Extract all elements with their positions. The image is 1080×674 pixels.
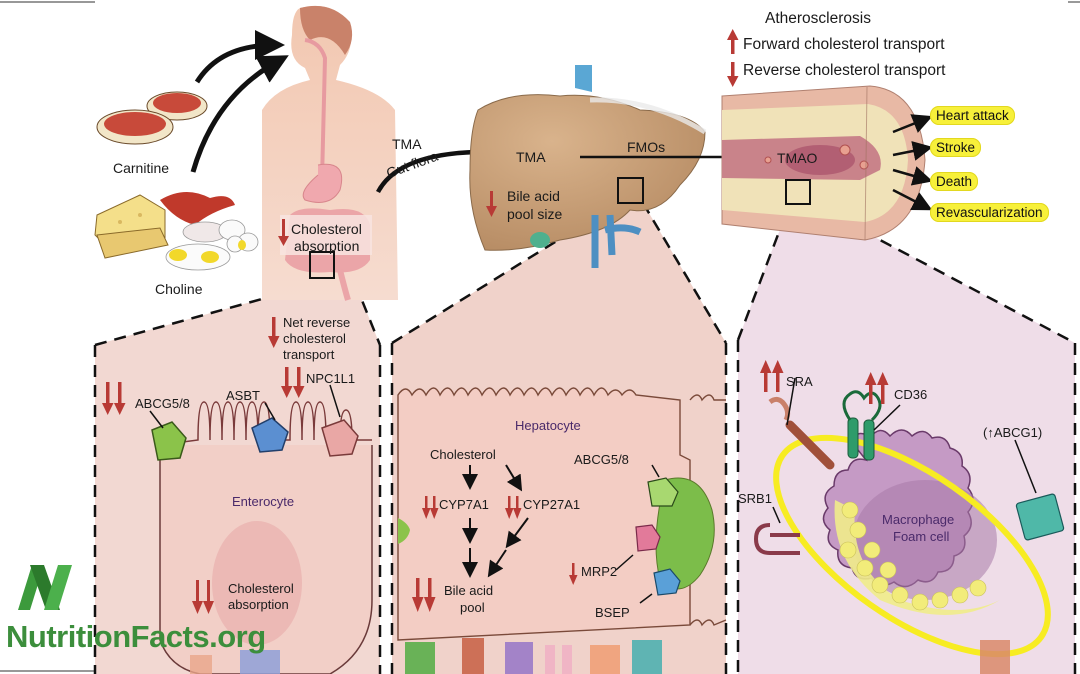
npc1l1-transporter-pink xyxy=(321,419,359,457)
abcg58-transporter-green xyxy=(151,421,187,461)
enterocyte-cell xyxy=(159,401,373,674)
nutritionfacts-watermark: NutritionFacts.org xyxy=(6,619,266,654)
sra-leader xyxy=(786,377,796,426)
net-reverse-label: Net reverse xyxy=(283,315,351,330)
enterocyte-cholesterol-label: Cholesterol xyxy=(228,581,294,596)
net-reverse-transport-label: transport xyxy=(283,347,335,362)
legend-item-reverse: Reverse cholesterol transport xyxy=(743,62,946,79)
enterocyte-absorption-label: absorption xyxy=(228,597,289,612)
enterocyte-left-double-down-arrow xyxy=(102,382,126,415)
bsep-leader xyxy=(639,593,653,604)
mrp2-down-arrow xyxy=(569,563,578,585)
carnitine-label: Carnitine xyxy=(113,160,170,176)
cd36-double-up-arrow xyxy=(865,372,889,404)
outcome-arrow-death xyxy=(892,166,933,186)
net-reverse-cholesterol-label: cholesterol xyxy=(283,331,346,346)
cyp7a1-double-down-arrow xyxy=(422,496,439,519)
mrp2-leader xyxy=(615,554,634,571)
asbt-label: ASBT xyxy=(226,388,260,403)
foam-cell-label: Foam cell xyxy=(893,529,950,544)
outcome-revascularization: Revascularization xyxy=(930,203,1049,222)
chol-to-cyp27a1-arrow xyxy=(505,464,523,492)
hep-abcg58-leader xyxy=(651,464,660,478)
tma-gut-label: TMA xyxy=(392,136,422,152)
cyp7a1-label: CYP7A1 xyxy=(439,497,489,512)
choline-label: Choline xyxy=(155,281,203,297)
srb1-label: SRB1 xyxy=(738,491,772,506)
sra-label: SRA xyxy=(786,374,813,389)
cyp27a1-label: CYP27A1 xyxy=(523,497,581,512)
abcg1-label: (↑ABCG1) xyxy=(983,425,1043,440)
red-indicator-arrows xyxy=(102,29,889,614)
liver-zoom-box xyxy=(617,177,644,204)
intestine-zoom-box xyxy=(309,251,335,279)
cd36-label: CD36 xyxy=(894,387,928,402)
legend-up-arrow xyxy=(727,29,739,54)
pool-size-label: pool size xyxy=(507,206,563,222)
liver-tma-label: TMA xyxy=(516,149,546,165)
artery-zoom-box xyxy=(785,179,811,205)
cyp27a1-to-pool-arrow xyxy=(487,549,507,578)
nutritionfacts-logo-icon xyxy=(18,565,72,610)
abcg58-leader-line xyxy=(149,410,164,429)
enterocyte-absorption-double-down-arrow xyxy=(192,580,214,614)
cd36-leader xyxy=(873,404,901,431)
cholesterol-label: Cholesterol xyxy=(430,447,496,462)
legend-title: Atherosclerosis xyxy=(765,10,871,27)
cyp27a1-down-arrow xyxy=(505,517,529,549)
bsep-label: BSEP xyxy=(595,605,630,620)
asbt-leader-line xyxy=(264,402,276,421)
npc1l1-label: NPC1L1 xyxy=(306,371,356,386)
srb1-leader xyxy=(772,506,781,524)
mrp2-label: MRP2 xyxy=(581,564,618,579)
body-absorption-label: absorption xyxy=(294,238,360,254)
outcome-stroke: Stroke xyxy=(930,138,982,157)
abcg1-leader xyxy=(1014,439,1037,494)
bile-acid-pool-label: Bile acid xyxy=(444,583,494,598)
npc1l1-double-down-arrow xyxy=(281,367,305,398)
cyp27a1-double-down-arrow xyxy=(505,496,522,519)
fmos-label: FMOs xyxy=(627,139,666,155)
bile-pool-double-down-arrow xyxy=(412,578,436,612)
legend-down-arrow xyxy=(727,62,739,87)
outcome-arrow-heart-attack xyxy=(892,114,933,134)
enterocyte-basal-transporters xyxy=(190,650,280,674)
steak-illustration xyxy=(96,91,208,145)
tmao-label: TMAO xyxy=(777,150,818,166)
net-reverse-down-arrow xyxy=(268,317,280,348)
liver-illustration xyxy=(469,65,707,268)
bile-acid-pool-down-arrow xyxy=(486,191,497,217)
hepatocyte-basal-transporters xyxy=(405,638,662,674)
body-absorption-down-arrow xyxy=(278,219,289,246)
outcome-heart-attack: Heart attack xyxy=(930,106,1015,125)
outcome-arrow-stroke xyxy=(892,141,933,161)
sra-double-up-arrow xyxy=(760,360,784,392)
choline-to-mouth-arrow xyxy=(190,55,289,173)
human-body-illustration xyxy=(262,5,398,301)
bile-acid-label: Bile acid xyxy=(507,188,560,204)
body-cholesterol-label: Cholesterol xyxy=(291,221,362,237)
macrophage-label: Macrophage xyxy=(882,512,955,527)
highlight-ellipse xyxy=(773,434,1051,658)
outcome-death: Death xyxy=(930,172,979,191)
outcome-arrow-revascularization xyxy=(892,188,933,211)
hepatocyte-label: Hepatocyte xyxy=(515,418,581,433)
bile-pool-label: pool xyxy=(460,600,485,615)
enterocyte-abcg58-label: ABCG5/8 xyxy=(135,396,190,411)
asbt-transporter-blue xyxy=(251,417,289,453)
npc1l1-leader-line xyxy=(329,384,341,418)
carnitine-to-mouth-arrow xyxy=(194,30,285,84)
legend-item-forward: Forward cholesterol transport xyxy=(743,36,945,53)
artery-illustration xyxy=(721,85,926,241)
hepatocyte-abcg58-label: ABCG5/8 xyxy=(574,452,629,467)
choline-foods-illustration xyxy=(94,191,259,271)
macrophage-foam-cell xyxy=(753,390,1065,674)
enterocyte-label: Enterocyte xyxy=(232,494,295,509)
